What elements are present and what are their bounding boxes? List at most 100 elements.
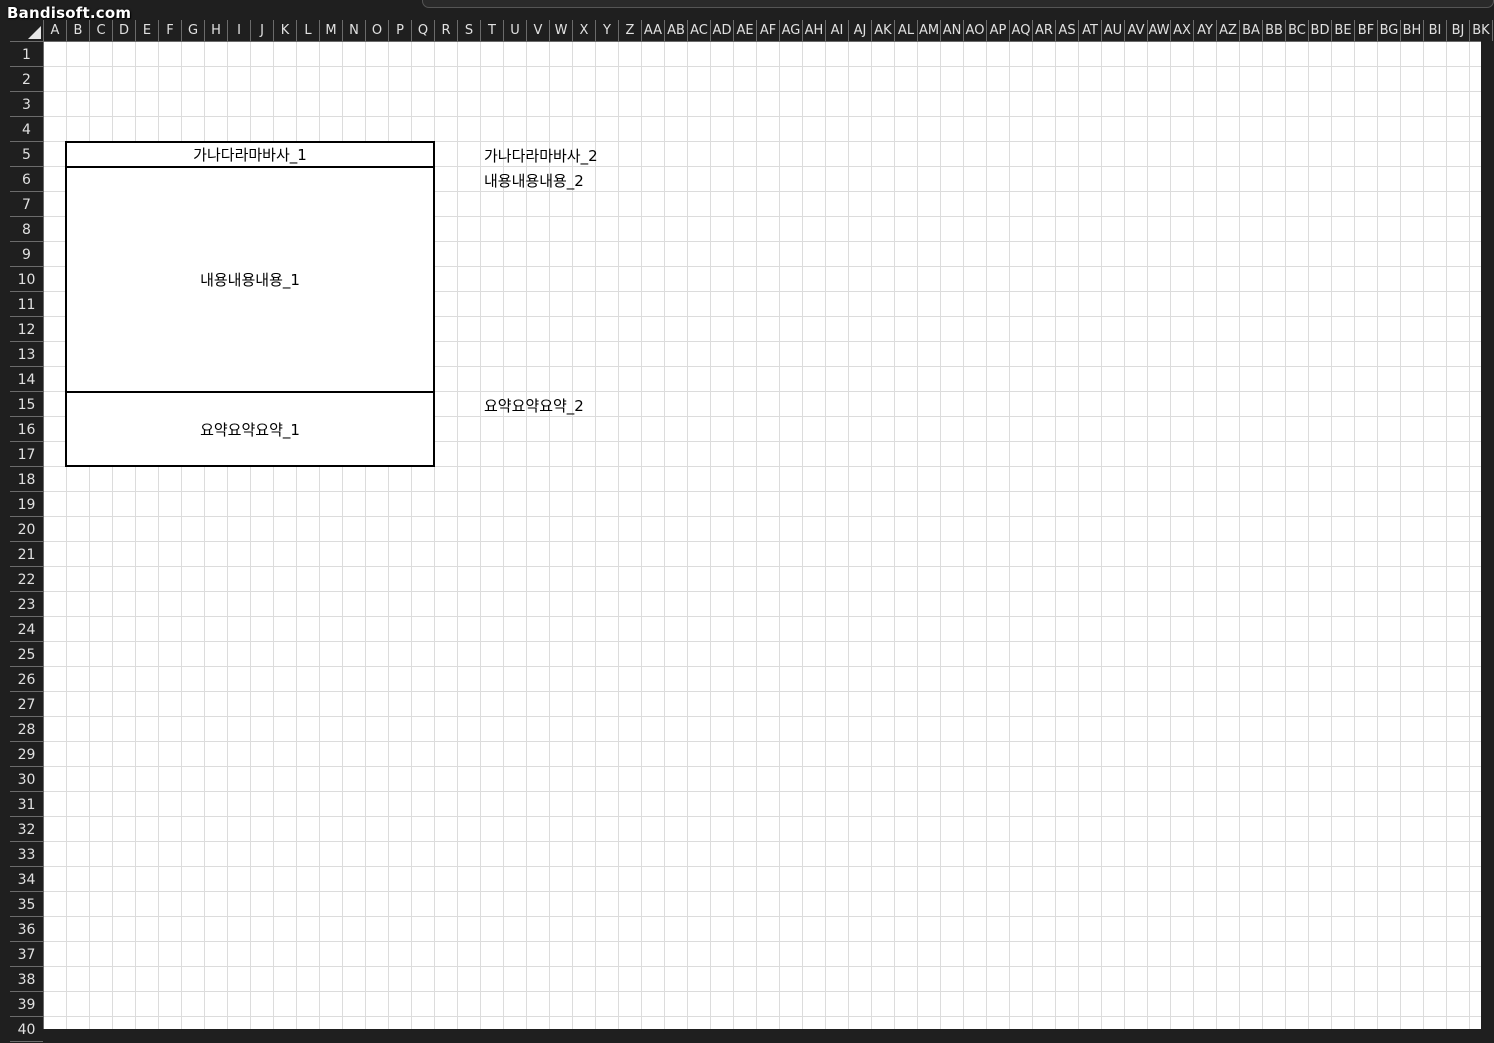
column-header[interactable]: AG xyxy=(780,20,803,41)
row-header[interactable]: 29 xyxy=(10,742,43,767)
column-header[interactable]: N xyxy=(343,20,366,41)
column-header[interactable]: AJ xyxy=(849,20,872,41)
row-header[interactable]: 3 xyxy=(10,92,43,117)
row-header[interactable]: 33 xyxy=(10,842,43,867)
row-header[interactable]: 39 xyxy=(10,992,43,1017)
column-header[interactable]: AL xyxy=(895,20,918,41)
column-header[interactable]: L xyxy=(297,20,320,41)
row-header[interactable]: 38 xyxy=(10,967,43,992)
column-header[interactable]: BD xyxy=(1309,20,1332,41)
column-header[interactable]: U xyxy=(504,20,527,41)
column-header[interactable]: V xyxy=(527,20,550,41)
column-header[interactable]: AC xyxy=(688,20,711,41)
row-header[interactable]: 19 xyxy=(10,492,43,517)
row-header[interactable]: 30 xyxy=(10,767,43,792)
row-header[interactable]: 17 xyxy=(10,442,43,467)
column-header[interactable]: D xyxy=(113,20,136,41)
row-header[interactable]: 4 xyxy=(10,117,43,142)
column-header[interactable]: AA xyxy=(642,20,665,41)
row-header[interactable]: 10 xyxy=(10,267,43,292)
column-header[interactable]: J xyxy=(251,20,274,41)
column-header[interactable]: AD xyxy=(711,20,734,41)
row-header[interactable]: 15 xyxy=(10,392,43,417)
column-header[interactable]: Y xyxy=(596,20,619,41)
row-header[interactable]: 8 xyxy=(10,217,43,242)
row-header[interactable]: 14 xyxy=(10,367,43,392)
column-header[interactable]: M xyxy=(320,20,343,41)
cell-t5[interactable]: 가나다라마바사_2 xyxy=(484,147,598,165)
column-header[interactable]: AY xyxy=(1194,20,1217,41)
column-header[interactable]: AV xyxy=(1125,20,1148,41)
row-header[interactable]: 7 xyxy=(10,192,43,217)
cell-t15[interactable]: 요약요약요약_2 xyxy=(484,397,584,415)
row-header[interactable]: 22 xyxy=(10,567,43,592)
column-header[interactable]: BF xyxy=(1355,20,1378,41)
column-header[interactable]: R xyxy=(435,20,458,41)
column-header[interactable]: AM xyxy=(918,20,941,41)
row-header[interactable]: 13 xyxy=(10,342,43,367)
column-header[interactable]: AZ xyxy=(1217,20,1240,41)
column-header[interactable]: AB xyxy=(665,20,688,41)
row-header[interactable]: 24 xyxy=(10,617,43,642)
cell-t6[interactable]: 내용내용내용_2 xyxy=(484,172,584,190)
row-header[interactable]: 37 xyxy=(10,942,43,967)
row-header[interactable]: 11 xyxy=(10,292,43,317)
column-header[interactable]: AX xyxy=(1171,20,1194,41)
row-header[interactable]: 36 xyxy=(10,917,43,942)
row-header[interactable]: 5 xyxy=(10,142,43,167)
row-header[interactable]: 23 xyxy=(10,592,43,617)
row-header[interactable]: 32 xyxy=(10,817,43,842)
column-header[interactable]: E xyxy=(136,20,159,41)
column-header[interactable]: X xyxy=(573,20,596,41)
column-header[interactable]: B xyxy=(67,20,90,41)
column-header[interactable]: AI xyxy=(826,20,849,41)
column-header[interactable]: BJ xyxy=(1447,20,1470,41)
row-header[interactable]: 25 xyxy=(10,642,43,667)
row-header[interactable]: 1 xyxy=(10,42,43,67)
column-header[interactable]: AH xyxy=(803,20,826,41)
column-header[interactable]: BC xyxy=(1286,20,1309,41)
row-header[interactable]: 34 xyxy=(10,867,43,892)
column-header[interactable]: BG xyxy=(1378,20,1401,41)
content-cell[interactable] xyxy=(65,166,435,393)
column-header[interactable]: AW xyxy=(1148,20,1171,41)
row-header[interactable]: 26 xyxy=(10,667,43,692)
column-header[interactable]: T xyxy=(481,20,504,41)
column-header[interactable]: BB xyxy=(1263,20,1286,41)
column-header[interactable]: P xyxy=(389,20,412,41)
row-header[interactable]: 31 xyxy=(10,792,43,817)
column-header[interactable]: H xyxy=(205,20,228,41)
column-header[interactable]: AE xyxy=(734,20,757,41)
row-header[interactable]: 9 xyxy=(10,242,43,267)
row-header[interactable]: 12 xyxy=(10,317,43,342)
summary-cell[interactable] xyxy=(65,391,435,467)
column-header[interactable]: BK xyxy=(1470,20,1493,41)
column-header[interactable]: AU xyxy=(1102,20,1125,41)
row-header[interactable]: 35 xyxy=(10,892,43,917)
column-header[interactable]: W xyxy=(550,20,573,41)
column-header[interactable]: BE xyxy=(1332,20,1355,41)
row-header[interactable]: 2 xyxy=(10,67,43,92)
column-header[interactable]: AR xyxy=(1033,20,1056,41)
row-header[interactable]: 20 xyxy=(10,517,43,542)
column-header[interactable]: Z xyxy=(619,20,642,41)
column-header[interactable]: S xyxy=(458,20,481,41)
formula-bar[interactable] xyxy=(422,0,1494,8)
row-header[interactable]: 21 xyxy=(10,542,43,567)
column-header[interactable]: BH xyxy=(1401,20,1424,41)
row-header[interactable]: 28 xyxy=(10,717,43,742)
column-header[interactable]: Q xyxy=(412,20,435,41)
row-header[interactable]: 40 xyxy=(10,1017,43,1042)
row-header[interactable]: 18 xyxy=(10,467,43,492)
column-header[interactable]: C xyxy=(90,20,113,41)
column-header[interactable]: A xyxy=(44,20,67,41)
column-header[interactable]: AP xyxy=(987,20,1010,41)
column-header[interactable]: F xyxy=(159,20,182,41)
column-header[interactable]: AK xyxy=(872,20,895,41)
column-header[interactable]: I xyxy=(228,20,251,41)
row-header[interactable]: 27 xyxy=(10,692,43,717)
column-header[interactable]: AT xyxy=(1079,20,1102,41)
column-header[interactable]: AO xyxy=(964,20,987,41)
column-header[interactable]: O xyxy=(366,20,389,41)
column-header[interactable]: AF xyxy=(757,20,780,41)
